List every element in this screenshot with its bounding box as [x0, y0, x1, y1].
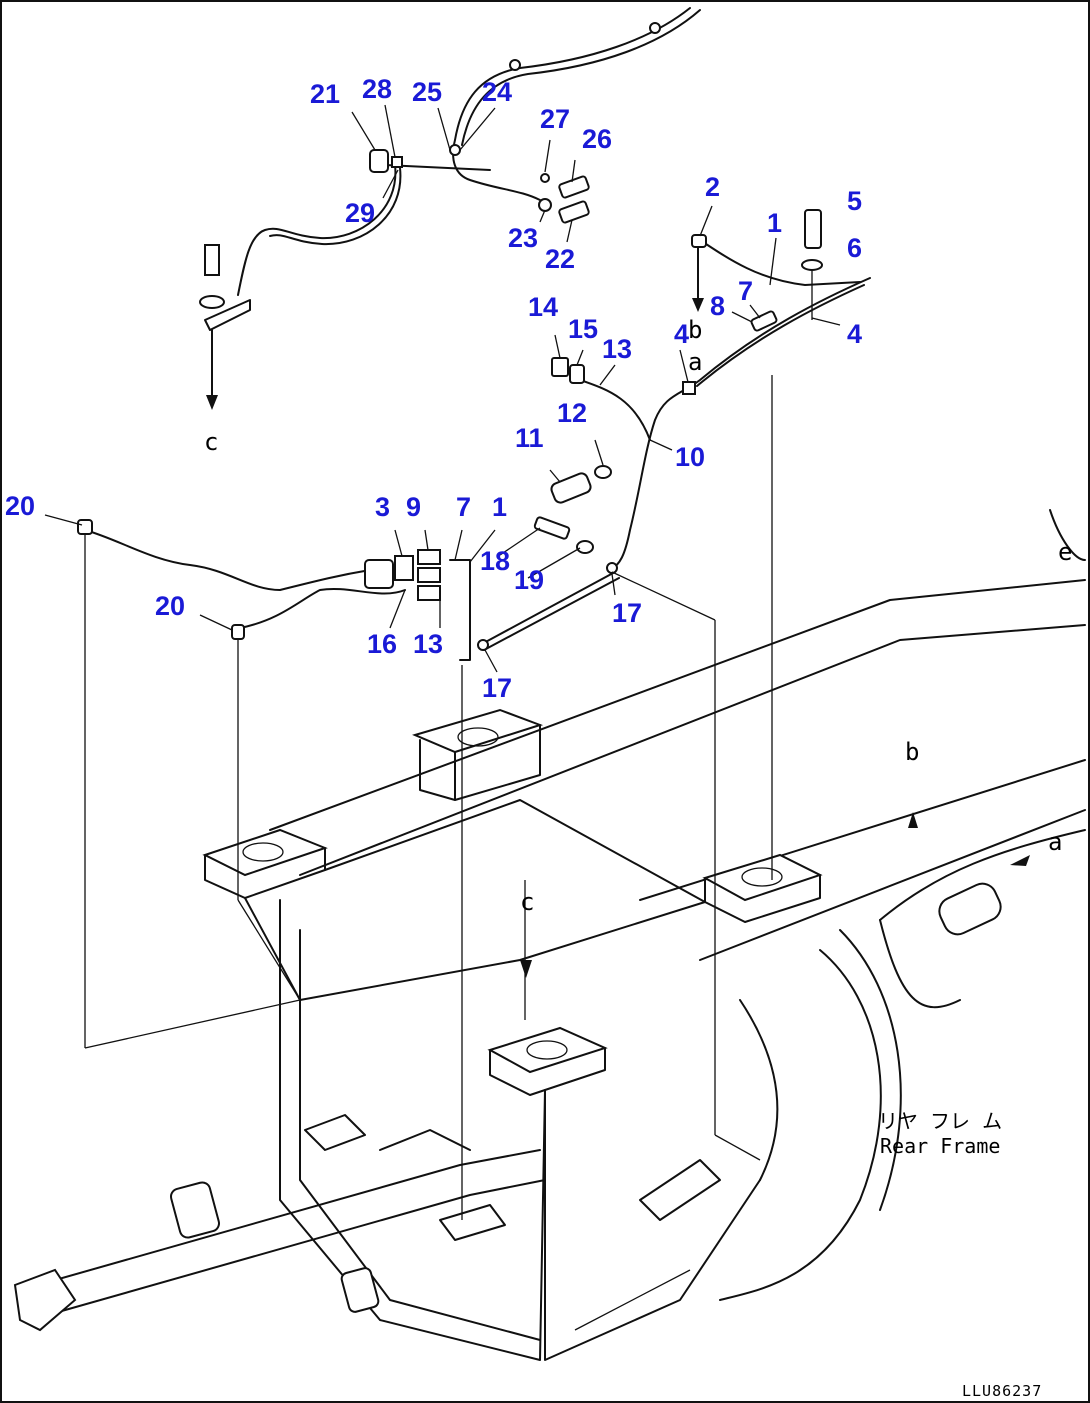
callout-6: 6: [847, 233, 862, 263]
callout-11: 11: [515, 423, 544, 453]
clamp-20-mid: [231, 624, 245, 640]
yoke: [13, 1268, 77, 1332]
washer-19: [576, 540, 594, 554]
relay-16: [364, 559, 394, 589]
drive-shaft: [13, 1114, 546, 1332]
callout-20-left: 20: [5, 491, 35, 521]
ref-letter-e: e: [1058, 538, 1072, 566]
frame-label-japanese: リヤ フレ ム: [878, 1109, 1002, 1133]
arrow-c-frame-icon: [520, 960, 532, 978]
reference-letters: c b a e b a c: [204, 316, 1072, 978]
shaft-coupling: [170, 1181, 220, 1239]
block-3: [394, 555, 414, 581]
callout-10: 10: [675, 442, 705, 472]
callout-2: 2: [705, 172, 720, 202]
ref-letter-a-top: a: [688, 348, 702, 376]
ref-letter-b-frame: b: [905, 738, 919, 766]
callout-17-right: 17: [612, 598, 642, 628]
ref-letter-a-frame: a: [1048, 828, 1062, 856]
callout-9: 9: [406, 492, 421, 522]
callout-27: 27: [540, 104, 570, 134]
clamp-2: [691, 234, 707, 248]
part-15: [569, 364, 585, 384]
callout-labels: 21 28 25 24 27 26 29 23 22 2 1 5 6 7 8 4…: [5, 74, 862, 703]
bolt-5: [804, 209, 822, 249]
clamp-17-left: [477, 639, 489, 651]
callout-4-left: 4: [674, 319, 689, 349]
washer-23: [538, 198, 552, 212]
bolt-left: [204, 244, 220, 276]
leader-lines: [44, 104, 841, 673]
callout-17-left: 17: [482, 673, 512, 703]
callout-26: 26: [582, 124, 612, 154]
callout-7-upper: 7: [738, 276, 753, 306]
rear-light: [938, 882, 1002, 936]
arrow-a-frame-icon: [1010, 855, 1030, 866]
frame-rail: [269, 509, 1086, 961]
callout-22: 22: [545, 244, 575, 274]
callout-7-lower: 7: [456, 492, 471, 522]
ref-letter-b-top: b: [688, 316, 702, 344]
switch-21: [369, 149, 389, 173]
washer-left: [199, 295, 225, 309]
bolt-22: [558, 200, 590, 224]
fuse-13: [417, 585, 441, 601]
clamp-4: [682, 381, 696, 395]
clamp-top-2: [649, 22, 661, 34]
washer-27: [540, 173, 550, 183]
clamp-24: [449, 144, 461, 156]
fuse-9-top: [417, 549, 441, 565]
frame-label-english: Rear Frame: [880, 1134, 1000, 1158]
callout-21: 21: [310, 79, 340, 109]
callout-29: 29: [345, 198, 375, 228]
callout-23: 23: [508, 223, 538, 253]
callout-25: 25: [412, 77, 442, 107]
callout-24: 24: [482, 77, 512, 107]
callout-13-lower: 13: [413, 629, 443, 659]
clamp-20-left: [77, 519, 93, 535]
arrow-b-frame-icon: [908, 812, 918, 828]
callout-14: 14: [528, 292, 558, 322]
washer-6: [801, 259, 823, 271]
washer-12: [594, 465, 612, 479]
left-harness: [77, 519, 618, 661]
callout-12: 12: [557, 398, 587, 428]
bolt-11: [550, 472, 592, 504]
connector-8: [750, 310, 778, 332]
callout-16: 16: [367, 629, 397, 659]
clip-28: [391, 156, 403, 168]
bolt-18: [533, 516, 571, 540]
callout-28: 28: [362, 74, 392, 104]
callout-15: 15: [568, 314, 598, 344]
callout-13-upper: 13: [602, 334, 632, 364]
callout-19: 19: [514, 565, 544, 595]
callout-18: 18: [480, 546, 510, 576]
callout-1-lower: 1: [492, 492, 507, 522]
callout-3: 3: [375, 492, 390, 522]
clamp-17-right: [606, 562, 618, 574]
mid-harness: [479, 209, 871, 651]
ref-letter-c-frame: c: [520, 888, 534, 916]
callout-1-upper: 1: [767, 208, 782, 238]
callout-4-right: 4: [847, 319, 862, 349]
ref-letter-c-top: c: [204, 428, 218, 456]
callout-5: 5: [847, 186, 862, 216]
part-14: [551, 357, 569, 377]
clamp-top: [509, 59, 521, 71]
frame-body: [202, 708, 961, 1361]
drawing-code: LLU86237: [962, 1382, 1042, 1400]
shaft-joint: [340, 1267, 380, 1313]
reference-lines: [84, 375, 773, 1331]
callout-20-mid: 20: [155, 591, 185, 621]
callout-8: 8: [710, 291, 725, 321]
upper-harness: [199, 7, 701, 410]
fuse-9-mid: [417, 567, 441, 583]
